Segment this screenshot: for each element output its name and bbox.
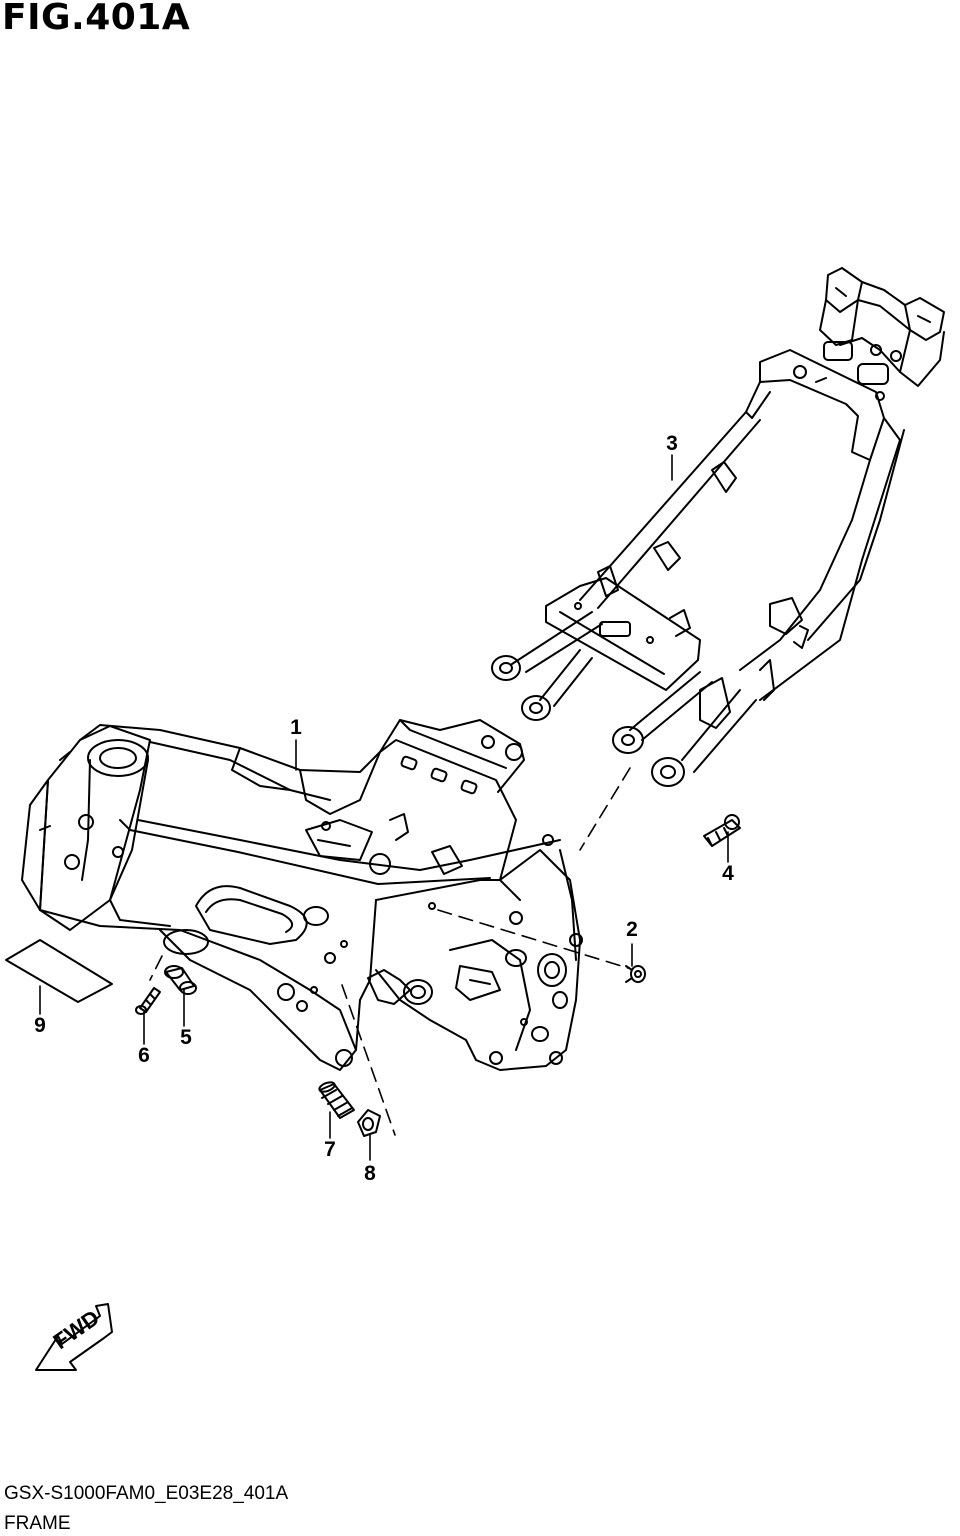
fwd-arrow-icon: FWD: [35, 1303, 113, 1371]
callout-4: 4: [722, 862, 734, 885]
figure-title: FIG.401A: [2, 0, 191, 38]
callout-2: 2: [626, 918, 638, 941]
stud-part-7: [318, 1081, 355, 1119]
fwd-arrow-label: FWD: [49, 1305, 104, 1354]
label-sheet-part-9: [5, 939, 113, 1003]
figure-name: FRAME: [4, 1513, 71, 1534]
nut-part-8: [357, 1109, 381, 1137]
assembly-leader-dashes: [149, 767, 631, 1136]
bolt-part-6: [135, 987, 161, 1015]
callout-1: 1: [290, 716, 302, 739]
callout-leader-lines: [39, 454, 729, 1161]
bolt-part-4: [703, 814, 741, 847]
callout-5: 5: [180, 1026, 192, 1049]
callout-6: 6: [138, 1044, 150, 1067]
callout-9: 9: [34, 1014, 46, 1037]
rivet-clip-part: [625, 965, 646, 983]
callout-3: 3: [666, 432, 678, 455]
main-frame: [21, 719, 583, 1071]
figure-code: GSX-S1000FAM0_E03E28_401A: [4, 1483, 289, 1504]
callout-8: 8: [364, 1162, 376, 1185]
callout-7: 7: [324, 1138, 336, 1161]
bushing-part-5: [164, 965, 197, 995]
seat-rail-subframe: [491, 267, 945, 787]
